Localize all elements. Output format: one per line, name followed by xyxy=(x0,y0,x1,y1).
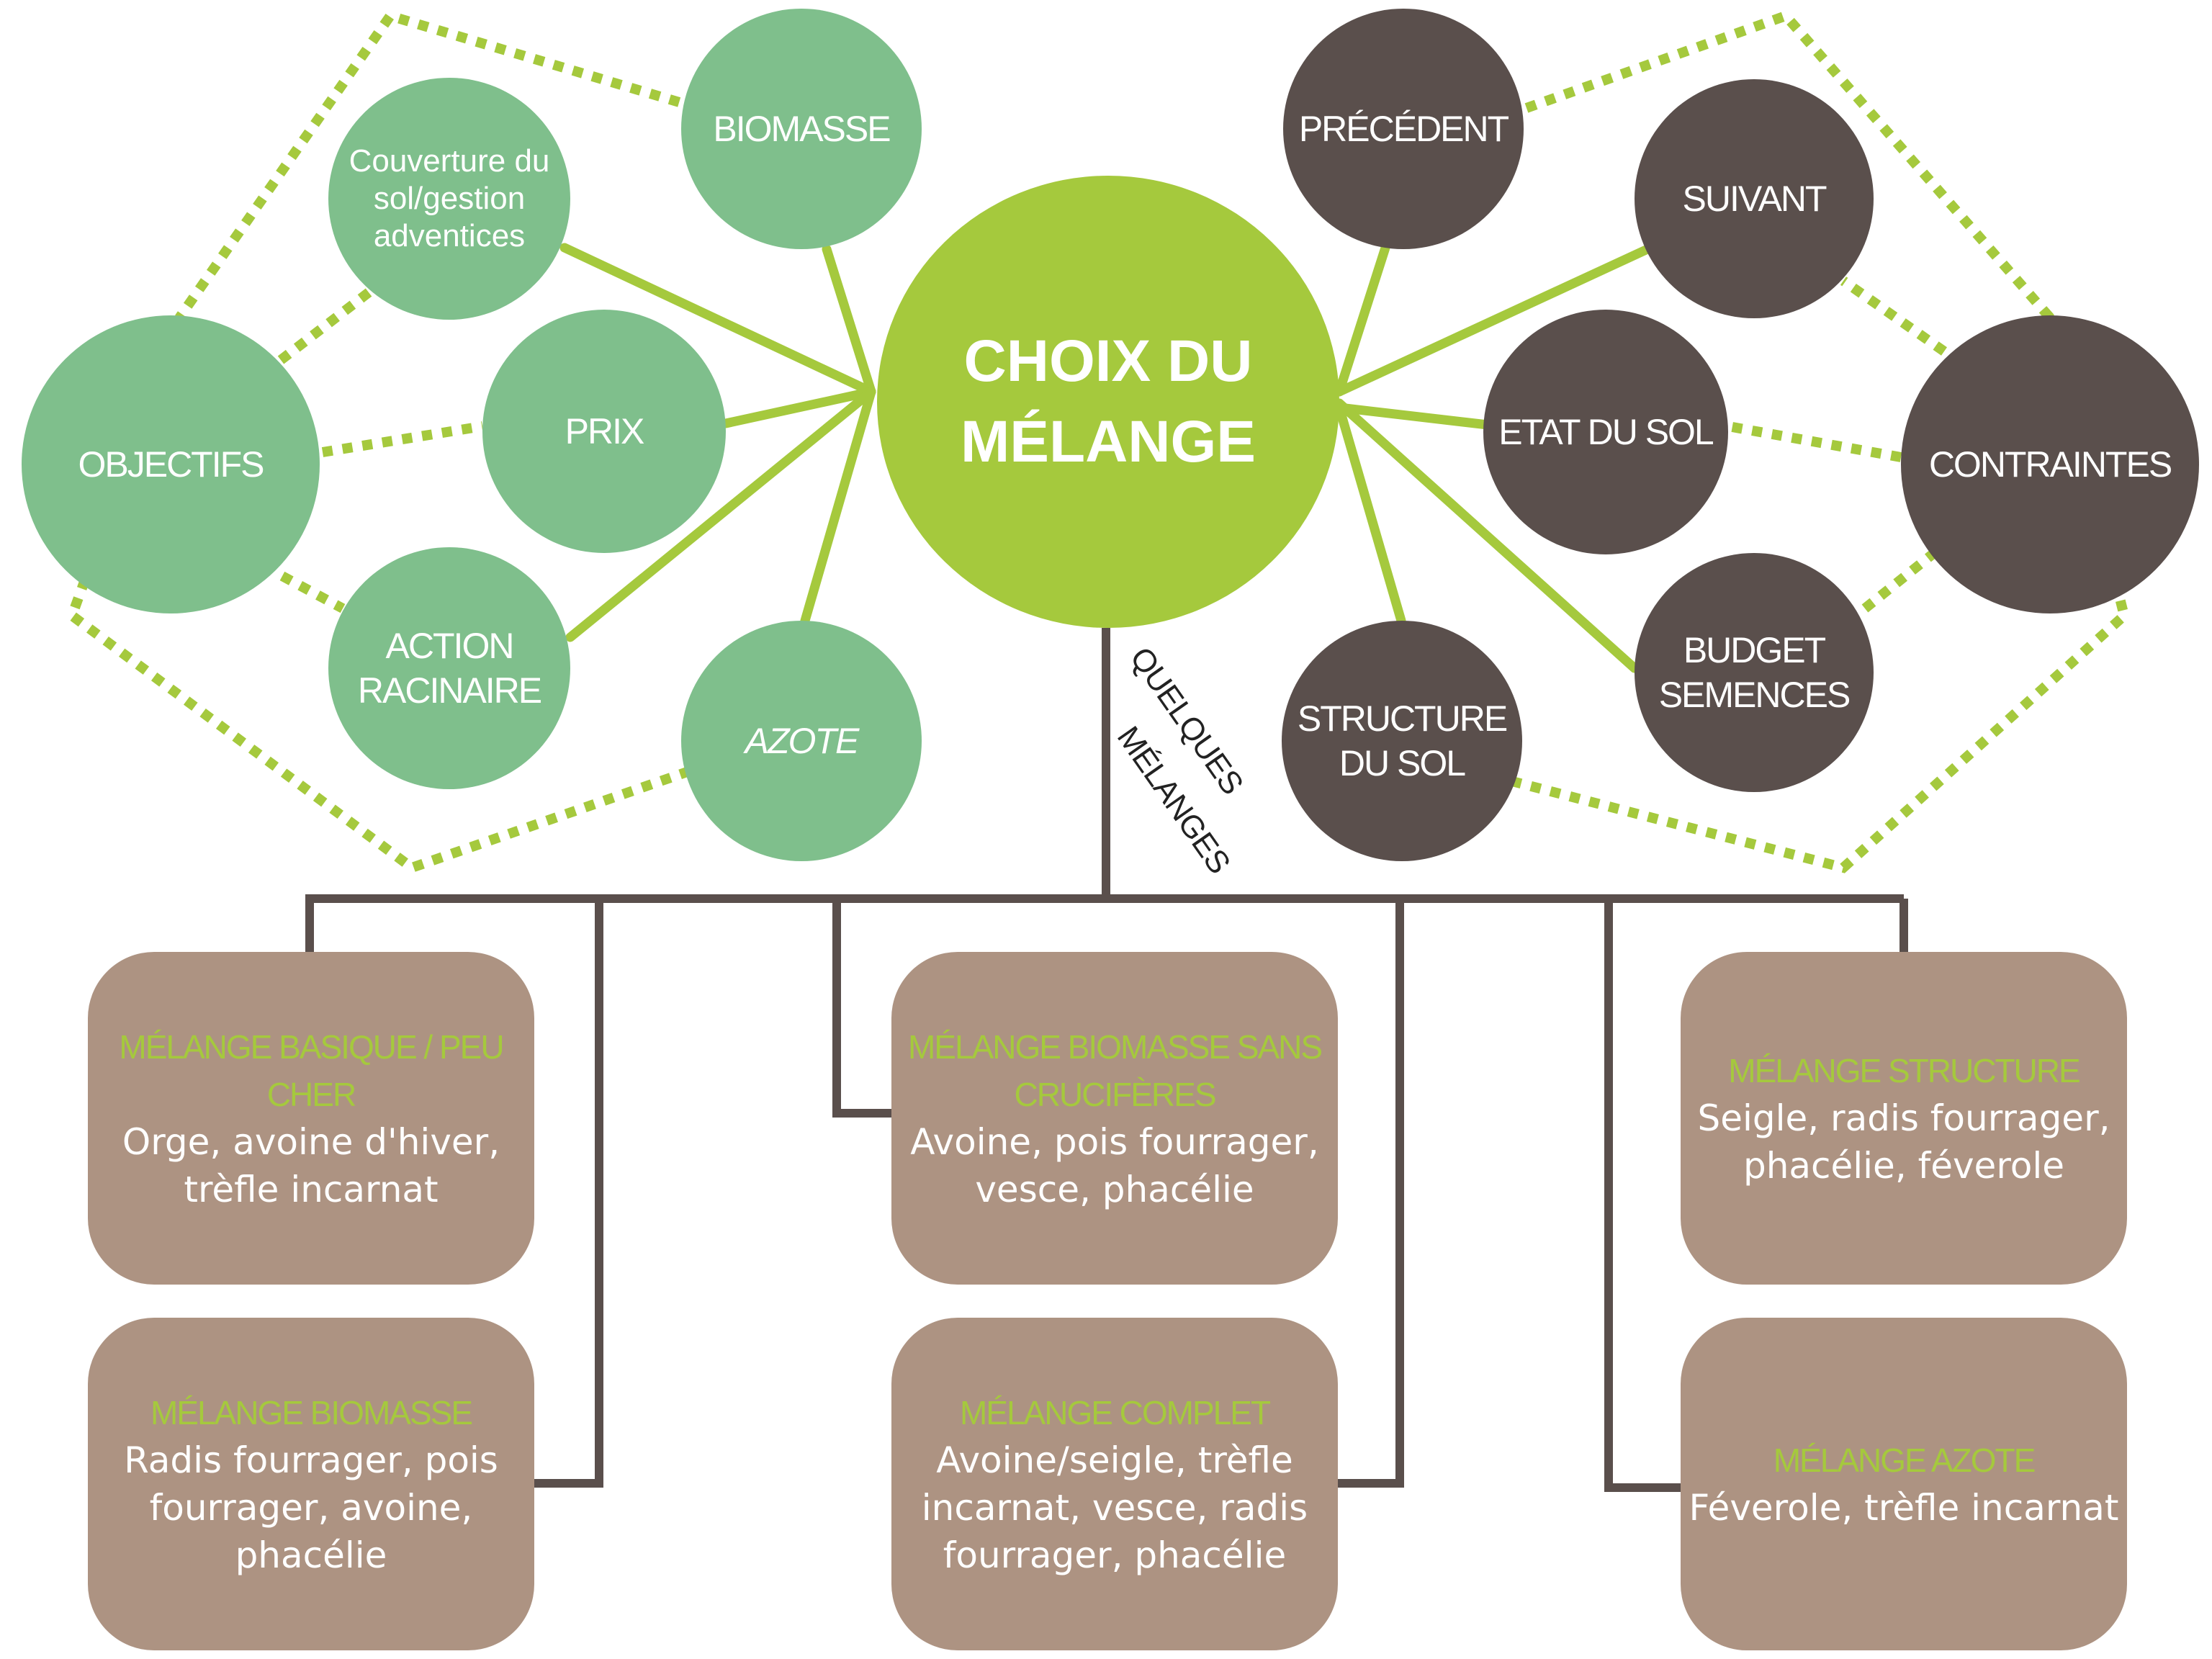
mixture-box-sans-cruciferes: MÉLANGE BIOMASSE SANS CRUCIFÈRES Avoine,… xyxy=(891,952,1338,1285)
constraint-structure-du-sol: STRUCTURE DU SOL xyxy=(1282,621,1522,861)
mixture-title: MÉLANGE AZOTE xyxy=(1773,1442,2036,1479)
mixture-box-basique: MÉLANGE BASIQUE / PEU CHER Orge, avoine … xyxy=(88,952,534,1285)
tree-branch-complet xyxy=(1336,899,1404,1488)
center-line-1: CHOIX DU xyxy=(963,328,1253,394)
objectives-link-prix xyxy=(321,421,484,457)
constraints-link-etat xyxy=(1727,421,1902,462)
constraint-suivant: SUIVANT xyxy=(1635,79,1874,318)
mixture-species: Avoine/seigle, trèfle incarnat, vesce, r… xyxy=(921,1439,1308,1576)
spoke-structure xyxy=(1334,403,1406,626)
constraint-precedent: PRÉCÉDENT xyxy=(1283,9,1524,249)
constraint-etat-du-sol-label: ETAT DU SOL xyxy=(1498,412,1714,452)
spoke-action xyxy=(565,387,876,642)
tree-branch-azote xyxy=(1604,899,1683,1492)
objectives-link-couverture xyxy=(277,284,378,364)
objective-prix-label: PRIX xyxy=(565,411,645,451)
spoke-prix xyxy=(721,387,876,428)
center-node: CHOIX DU MÉLANGE xyxy=(877,176,1339,628)
mixture-title: MÉLANGE BIOMASSE SANS CRUCIFÈRES xyxy=(907,1028,1323,1113)
constraint-budget-semences: BUDGET SEMENCES xyxy=(1635,553,1874,792)
spoke-couverture xyxy=(559,243,876,397)
mixture-title: MÉLANGE STRUCTURE xyxy=(1728,1052,2080,1089)
mixture-species: Avoine, pois fourrager, vesce, phacélie xyxy=(910,1121,1319,1210)
constraint-precedent-label: PRÉCÉDENT xyxy=(1298,109,1509,149)
constraint-structure-du-sol-label: STRUCTURE DU SOL xyxy=(1297,698,1508,783)
mixture-species: Féverole, trèfle incarnat xyxy=(1689,1487,2119,1529)
tree-branch-biomasse xyxy=(529,899,603,1488)
spoke-biomasse xyxy=(822,244,876,397)
constraint-etat-du-sol: ETAT DU SOL xyxy=(1483,310,1728,554)
objective-couverture-label: Couverture du sol/gestion adventices xyxy=(349,143,550,253)
mixture-box-azote: MÉLANGE AZOTE Féverole, trèfle incarnat xyxy=(1681,1318,2127,1650)
mixture-species: Seigle, radis fourrager, phacélie, féver… xyxy=(1697,1097,2110,1187)
mixture-species: Radis fourrager, pois fourrager, avoine,… xyxy=(124,1439,498,1576)
objective-couverture: Couverture du sol/gestion adventices xyxy=(328,78,570,320)
objective-action-racinaire: ACTION RACINAIRE xyxy=(328,547,570,789)
spoke-budget xyxy=(1334,398,1640,673)
mixture-box-structure: MÉLANGE STRUCTURE Seigle, radis fourrage… xyxy=(1681,952,2127,1285)
objective-azote: AZOTE xyxy=(681,621,922,861)
objectives-hub: OBJECTIFS xyxy=(22,315,320,613)
constraint-suivant-label: SUIVANT xyxy=(1682,179,1827,219)
mixture-title: MÉLANGE COMPLET xyxy=(959,1394,1271,1431)
center-line-2: MÉLANGE xyxy=(961,409,1256,475)
constraints-hub: CONTRAINTES xyxy=(1901,315,2199,613)
mixture-box-biomasse: MÉLANGE BIOMASSE Radis fourrager, pois f… xyxy=(88,1318,534,1650)
objectives-link-action xyxy=(279,571,346,613)
objective-action-racinaire-label: ACTION RACINAIRE xyxy=(357,626,542,711)
objectives-hub-label: OBJECTIFS xyxy=(78,444,264,485)
constraint-budget-semences-label: BUDGET SEMENCES xyxy=(1658,630,1851,715)
objective-prix: PRIX xyxy=(482,310,726,553)
mixture-species: Orge, avoine d'hiver, trèfle incarnat xyxy=(122,1121,500,1210)
constraints-link-suivant xyxy=(1840,276,1948,356)
objective-biomasse-label: BIOMASSE xyxy=(713,109,891,149)
spoke-etat xyxy=(1334,403,1493,430)
tree-branch-sans-cruciferes xyxy=(832,899,891,1118)
mixture-title: MÉLANGE BASIQUE / PEU CHER xyxy=(119,1028,504,1113)
constraints-hub-label: CONTRAINTES xyxy=(1928,444,2172,485)
spoke-precedent xyxy=(1334,243,1390,397)
constraints-link-budget xyxy=(1861,549,1938,613)
mixture-title: MÉLANGE BIOMASSE xyxy=(150,1394,473,1431)
objective-azote-label: AZOTE xyxy=(745,721,860,761)
spoke-azote xyxy=(800,387,876,626)
spoke-suivant xyxy=(1334,244,1653,397)
objective-biomasse: BIOMASSE xyxy=(681,9,922,249)
mixture-box-complet: MÉLANGE COMPLET Avoine/seigle, trèfle in… xyxy=(891,1318,1338,1650)
